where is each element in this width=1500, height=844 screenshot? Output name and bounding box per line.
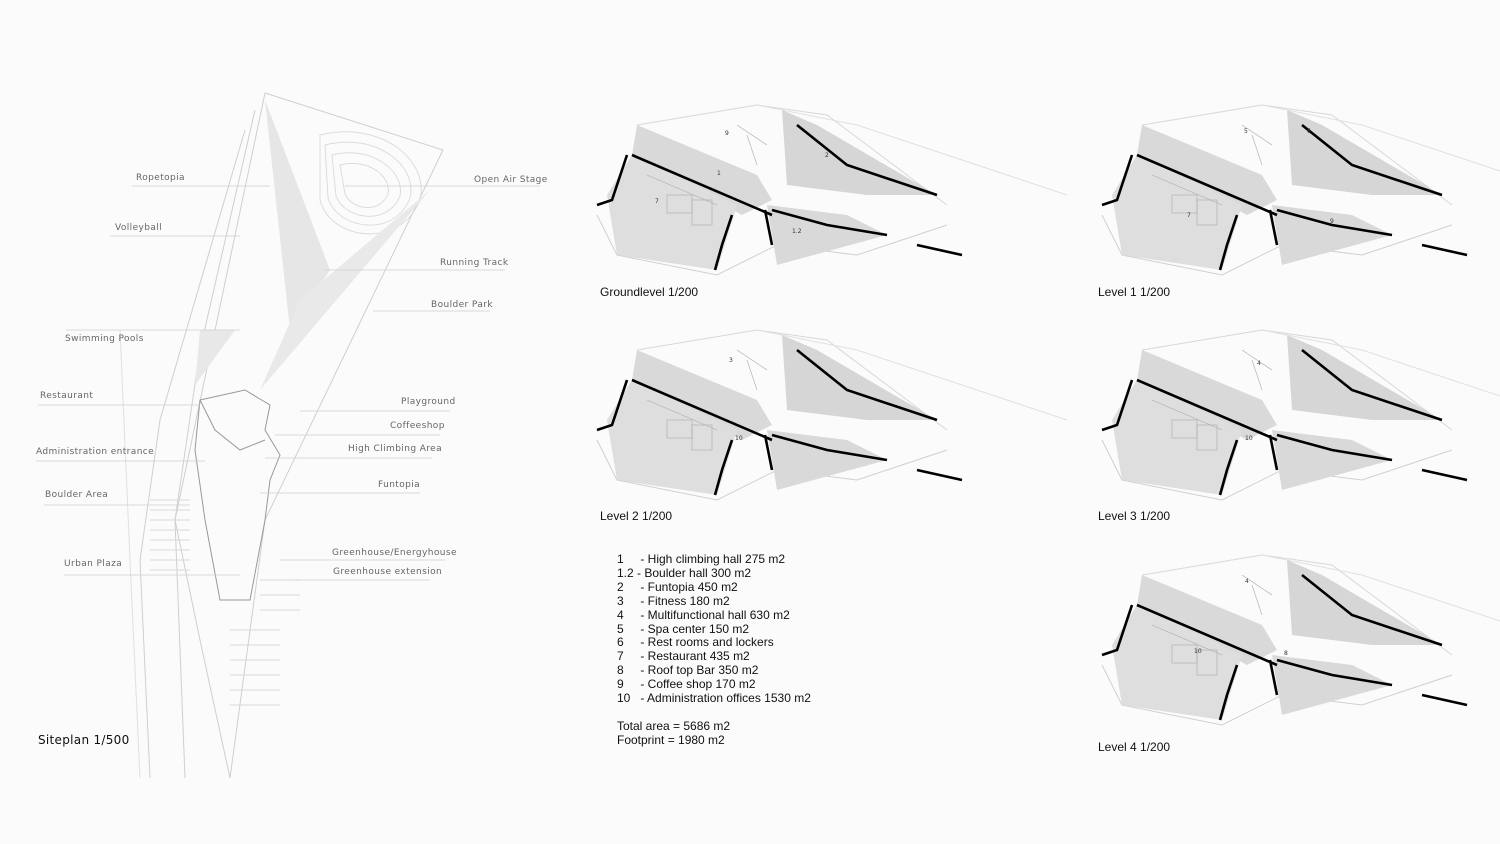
plan-title-level-1: Level 1 1/200 [1098, 285, 1171, 299]
room-number: 1 [717, 170, 721, 177]
legend-item: 2 - Funtopia 450 m2 [617, 579, 738, 594]
plan-title-level-3: Level 3 1/200 [1098, 509, 1171, 523]
legend-item: 3 - Fitness 180 m2 [617, 593, 730, 608]
label-greenhouse-energyhouse: Greenhouse/Energyhouse [332, 548, 457, 558]
label-boulder-area: Boulder Area [45, 490, 109, 500]
legend-item: 10 - Administration offices 1530 m2 [617, 691, 811, 706]
room-legend: 1 - High climbing hall 275 m2 1.2 - Boul… [617, 552, 811, 748]
total-area: Total area = 5686 m2 [617, 718, 731, 733]
plan-title-groundlevel: Groundlevel 1/200 [600, 285, 699, 299]
plan-groundlevel: 9 1 2 7 1.2 [595, 103, 1069, 277]
label-administration-entrance: Administration entrance [36, 447, 155, 457]
legend-item: 8 - Roof top Bar 350 m2 [617, 663, 759, 678]
label-greenhouse-extension: Greenhouse extension [333, 567, 443, 577]
room-number: 4 [1257, 360, 1261, 367]
legend-item: 1.2 - Boulder hall 300 m2 [617, 565, 752, 580]
room-number: 4 [1245, 578, 1249, 585]
legend-item: 7 - Restaurant 435 m2 [617, 649, 750, 664]
label-volleyball: Volleyball [115, 223, 163, 233]
label-ropetopia: Ropetopia [136, 173, 185, 183]
legend-item: 5 - Spa center 150 m2 [617, 621, 750, 636]
label-running-track: Running Track [440, 258, 509, 268]
legend-item: 9 - Coffee shop 170 m2 [617, 677, 756, 692]
room-number: 9 [725, 130, 729, 137]
label-high-climbing-area: High Climbing Area [348, 444, 443, 454]
plan-level-1: 5 6 7 9 [1100, 103, 1500, 277]
plan-level-4: 4 10 8 [1100, 553, 1500, 727]
legend-item: 1 - High climbing hall 275 m2 [617, 552, 786, 566]
room-number: 6 [1307, 128, 1311, 135]
label-boulder-park: Boulder Park [431, 300, 493, 310]
room-number: 1.2 [792, 228, 802, 235]
label-playground: Playground [401, 397, 456, 407]
plan-title-level-4: Level 4 1/200 [1098, 740, 1171, 754]
room-number: 2 [825, 152, 829, 159]
plan-title-level-2: Level 2 1/200 [600, 509, 673, 523]
room-number: 7 [1187, 212, 1191, 219]
room-number: 3 [729, 357, 733, 364]
label-coffeeshop: Coffeeshop [390, 421, 445, 431]
label-funtopia: Funtopia [378, 480, 421, 490]
label-restaurant: Restaurant [40, 391, 94, 401]
plan-level-3: 4 10 [1100, 328, 1500, 502]
room-number: 5 [1244, 128, 1248, 135]
label-open-air-stage: Open Air Stage [474, 175, 548, 185]
legend-item: 6 - Rest rooms and lockers [617, 635, 774, 650]
room-number: 8 [1284, 650, 1288, 657]
footprint: Footprint = 1980 m2 [617, 732, 725, 747]
room-number: 10 [1194, 648, 1202, 655]
legend-item: 4 - Multifunctional hall 630 m2 [617, 607, 790, 622]
label-urban-plaza: Urban Plaza [64, 559, 123, 569]
plan-level-2: 3 10 [595, 328, 1069, 502]
siteplan-title: Siteplan 1/500 [38, 733, 130, 747]
room-number: 9 [1330, 218, 1334, 225]
room-number: 10 [735, 435, 743, 442]
label-swimming-pools: Swimming Pools [65, 334, 144, 344]
room-number: 10 [1245, 435, 1253, 442]
room-number: 7 [655, 198, 659, 205]
